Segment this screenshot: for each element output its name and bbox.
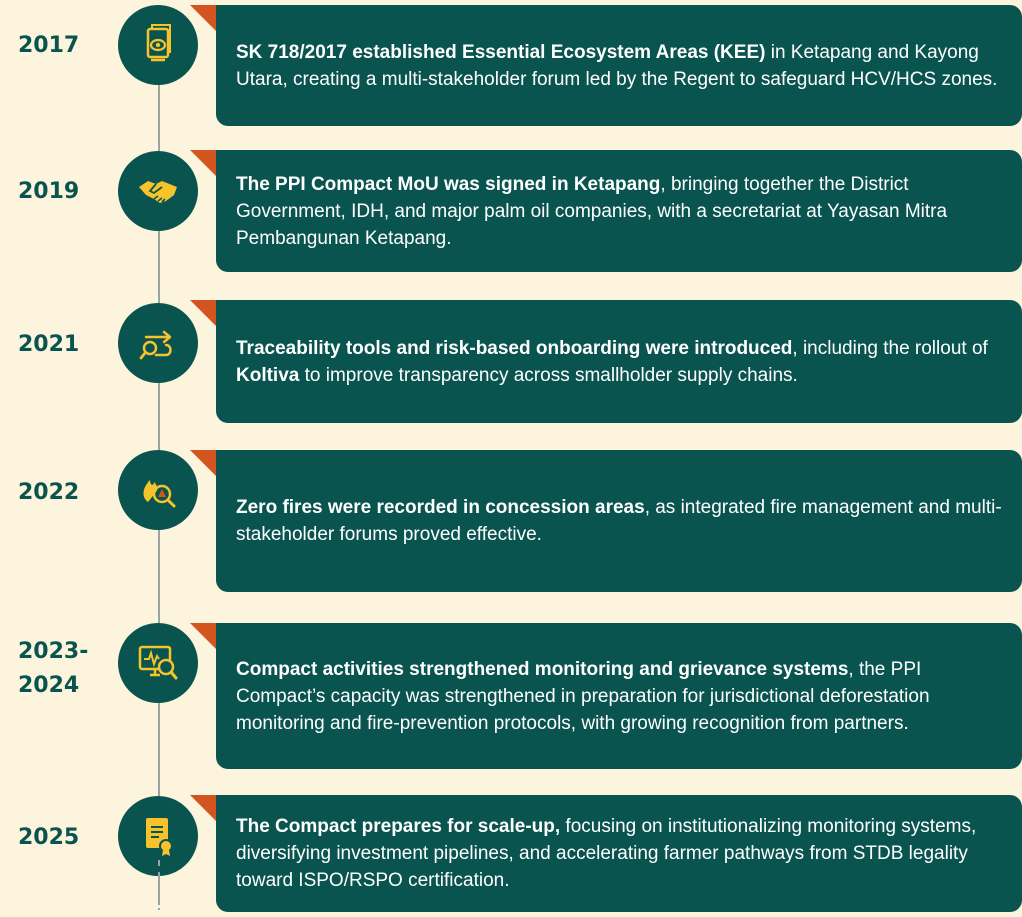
monitor-search-icon [118,623,198,703]
event-headline: Traceability tools and risk-based onboar… [236,337,793,359]
card-corner-accent [190,300,220,330]
card-corner-accent [190,795,220,825]
event-description: in Ketapang and Kayong Utara, creating a… [236,41,998,90]
year-label: 2023- 2024 [18,637,113,701]
event-card: The Compact prepares for scale-up, focus… [216,795,1022,912]
event-headline: SK 718/2017 established Essential Ecosys… [236,41,766,63]
event-card: SK 718/2017 established Essential Ecosys… [216,5,1022,126]
event-card: Compact activities strengthened monitori… [216,623,1022,769]
year-label: 2021 [18,332,80,357]
timeline-line-tail [158,860,160,910]
event-description: , bringing together the District Governm… [236,173,948,249]
event-description-continued: to improve transparency across smallhold… [299,364,798,386]
event-headline: Zero fires were recorded in concession a… [236,497,645,518]
card-corner-accent [190,623,220,653]
year-start: 2023- [18,639,89,664]
year-label: 2025 [18,825,80,850]
event-card: Traceability tools and risk-based onboar… [216,300,1022,423]
year-label: 2022 [18,480,80,505]
year-label: 2017 [18,33,80,58]
event-card: The PPI Compact MoU was signed in Ketapa… [216,150,1022,272]
event-headline: The PPI Compact MoU was signed in Ketapa… [236,173,661,195]
event-description: , as integrated fire management and mult… [236,497,1002,545]
event-description: , including the rollout of [792,337,988,359]
trace-search-icon [118,303,198,383]
card-corner-accent [190,150,220,180]
year-end: 2024 [18,673,80,698]
event-card: Zero fires were recorded in concession a… [216,450,1022,592]
document-eye-icon [118,5,198,85]
event-description: , the PPI Compact’s capacity was strengt… [236,658,930,734]
event-headline: The Compact prepares for scale-up, [236,816,561,837]
card-corner-accent [190,450,220,480]
fire-alert-icon [118,450,198,530]
card-corner-accent [190,5,220,35]
event-highlight: Koltiva [236,364,300,386]
year-label: 2019 [18,179,80,204]
handshake-icon [118,151,198,231]
event-headline: Compact activities strengthened monitori… [236,658,849,680]
event-description: focusing on institutionalizing monitorin… [236,816,977,891]
